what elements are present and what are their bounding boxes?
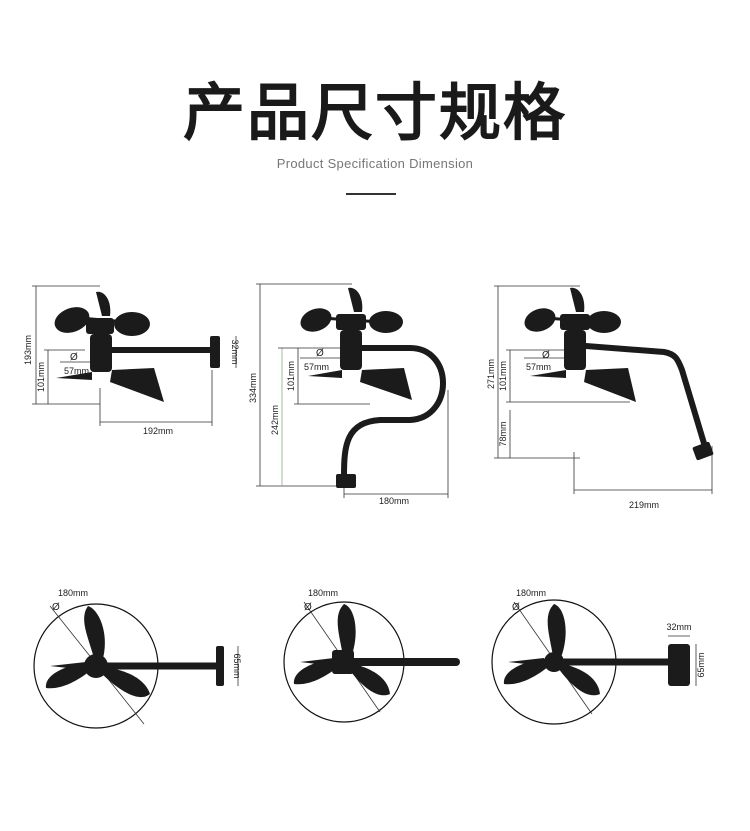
dim-inner-height-label: 242mm	[270, 405, 280, 435]
dim-sweep-label: 180mm	[58, 588, 88, 598]
dim-bracket-label: 32mm	[230, 339, 240, 364]
diameter-symbol: Ø	[512, 602, 520, 613]
page-subtitle: Product Specification Dimension	[276, 156, 474, 171]
diameter-symbol: Ø	[52, 602, 60, 613]
dim-sub-height-label: 101mm	[498, 361, 508, 391]
front-view-angled: 271mm 101mm 78mm Ø 57mm 219mm	[486, 285, 714, 510]
dim-diameter-label: 57mm	[304, 362, 329, 372]
dim-bracket-height-label: 65mm	[696, 652, 706, 677]
dim-width-label: 180mm	[379, 496, 409, 506]
dim-width-label: 192mm	[143, 426, 173, 436]
dim-sweep-label: 180mm	[516, 588, 546, 598]
front-view-straight: 193mm 101mm Ø 57mm 32mm 192mm	[23, 285, 240, 436]
dim-sub-height-label: 101mm	[286, 361, 296, 391]
top-view-straight: Ø 180mm 65mm	[33, 588, 242, 729]
dim-bracket-width-label: 32mm	[666, 622, 691, 632]
diameter-symbol: Ø	[542, 350, 550, 361]
dim-inner-height-label: 101mm	[36, 362, 46, 392]
title-divider	[346, 193, 396, 195]
diameter-symbol: Ø	[304, 602, 312, 613]
dim-height-label: 334mm	[248, 373, 258, 403]
diameter-symbol: Ø	[70, 352, 78, 363]
front-view-s-curve: 334mm 242mm 101mm Ø 57mm 180mm	[248, 283, 449, 506]
dim-sweep-label: 180mm	[308, 588, 338, 598]
dim-diameter-label: 57mm	[64, 366, 89, 376]
dim-diameter-label: 57mm	[526, 362, 551, 372]
dim-bracket-label: 65mm	[232, 653, 242, 678]
dim-lower-height-label: 78mm	[498, 421, 508, 446]
page-title: 产品尺寸规格	[182, 76, 567, 149]
dim-height-label: 193mm	[23, 335, 33, 365]
diameter-symbol: Ø	[316, 348, 324, 359]
top-view-angled: Ø 180mm 32mm 65mm	[491, 588, 706, 725]
dim-width-label: 219mm	[629, 500, 659, 510]
dim-height-label: 271mm	[486, 359, 496, 389]
top-view-s-curve: Ø 180mm	[283, 588, 460, 723]
